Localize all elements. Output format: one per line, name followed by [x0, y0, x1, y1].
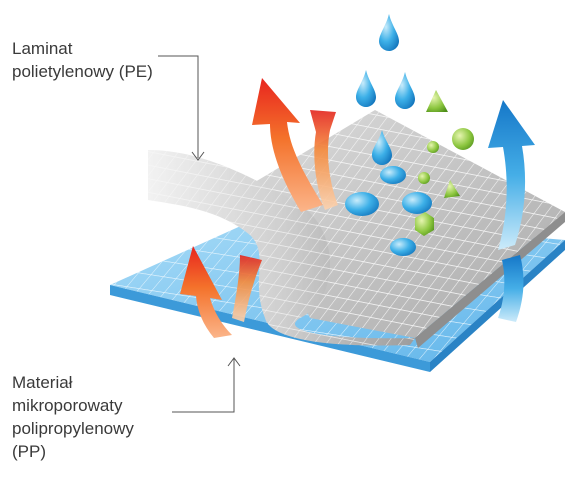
water-drop-icon	[345, 14, 432, 256]
vapor-arrow-icon	[488, 100, 535, 322]
pe-label: Laminat polietylenowy (PE)	[12, 37, 153, 83]
pe-label-line-2: polietylenowy (PE)	[12, 62, 153, 81]
pp-label: Materiał mikroporowaty polipropylenowy (…	[12, 371, 134, 463]
pp-label-line-4: (PP)	[12, 442, 46, 461]
pp-label-line-2: mikroporowaty	[12, 396, 123, 415]
pe-curl	[148, 150, 415, 346]
pp-leader-line	[172, 357, 241, 413]
heat-arrow-icon	[180, 246, 262, 338]
pp-label-line-1: Materiał	[12, 373, 73, 392]
pe-label-line-1: Laminat	[12, 39, 73, 58]
heat-arrow-icon	[252, 78, 338, 212]
pe-leader-line	[158, 55, 205, 161]
pp-label-line-3: polipropylenowy	[12, 419, 134, 438]
particle-icon	[415, 90, 474, 236]
